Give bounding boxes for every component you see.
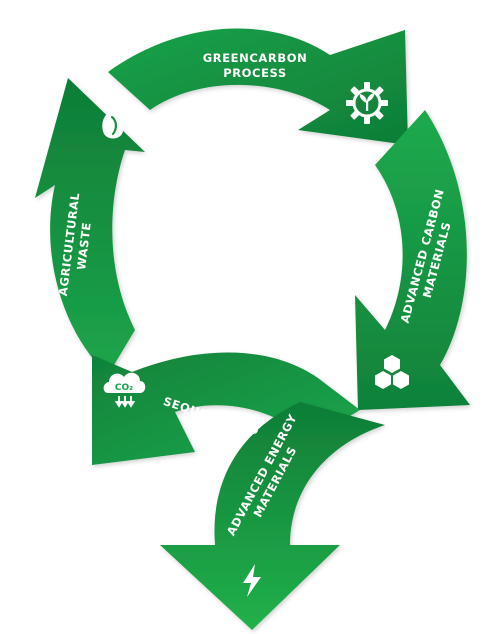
co2-cloud-icon: CO₂	[103, 372, 146, 408]
arrow-advanced-energy-materials	[160, 402, 385, 630]
arrow-agricultural-waste-shape	[35, 78, 145, 375]
label-greencarbon-process: GREENCARBON PROCESS	[203, 51, 308, 80]
lightning-icon	[243, 564, 261, 597]
co2-cloud-text: CO₂	[115, 383, 133, 393]
hexagons-icon	[375, 355, 409, 389]
seed-icon	[102, 111, 124, 139]
label-greencarbon-line-1: GREENCARBON	[203, 51, 308, 65]
arrow-advanced-carbon-materials-shape	[355, 110, 470, 410]
gear-sprout-icon	[346, 82, 388, 124]
arrow-greencarbon-process-shape	[108, 28, 408, 146]
arrow-greencarbon-process	[108, 28, 408, 146]
arrow-sequestered-co2-shape	[92, 352, 360, 465]
arrow-sequestered-co2	[92, 352, 360, 465]
arrow-advanced-energy-materials-shape	[160, 402, 385, 630]
label-agricultural-line-2: WASTE	[74, 221, 94, 270]
arrow-advanced-carbon-materials	[355, 110, 470, 410]
arrow-agricultural-waste	[35, 78, 145, 375]
label-greencarbon-line-2: PROCESS	[223, 66, 287, 80]
